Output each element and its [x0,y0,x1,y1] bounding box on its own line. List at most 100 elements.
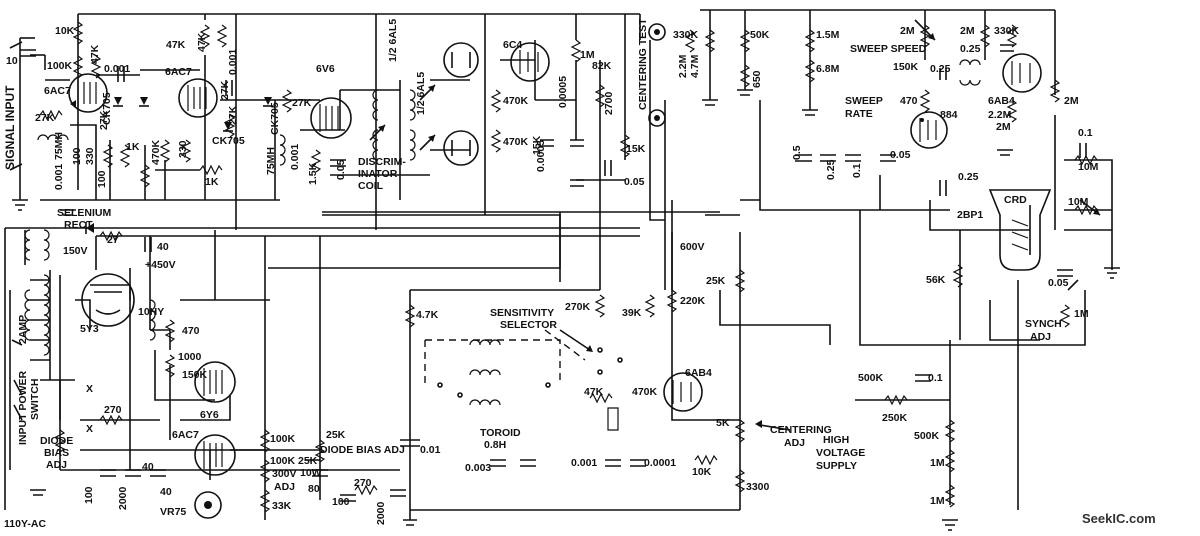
tube-vr75-icon [194,491,222,519]
side-labels: SIGNAL INPUT 2AMP INPUT POWER SWITCH [3,85,41,445]
tube-6y6-regulator-icon [194,361,236,403]
label-ck705-a: CK705 [101,92,113,125]
label-r1m: 1M [580,49,595,61]
label-sweep-speed: SWEEP SPEED [850,43,927,55]
label-sweep-rate-1: SWEEP [845,95,883,107]
label-r15k-a: 1.5K [307,162,319,185]
label-diode-bias-c: ADJ [46,459,67,471]
label-r25k-a: 25K [706,275,726,287]
label-r47k-s: 4.7K [416,309,439,321]
label-r1k-a: 1K [126,141,140,153]
label-c0001-s: 0.001 [571,457,597,469]
tube-6ac7-input-icon [68,73,108,113]
label-c005-c: 0.05 [890,149,911,161]
tube-6al5-lower-icon [443,130,479,166]
label-c005-b: 0.05 [624,176,645,188]
label-10hy: 10HY [138,306,164,318]
label-r10k-top: 10K [55,25,75,37]
label-r2m-a: 2M [900,25,915,37]
label-r500k-a: 500K [858,372,884,384]
tube-6ac7-regulator-icon [194,434,236,476]
label-c001-a: 0.001 [104,63,130,75]
label-r330k-a: 330K [673,29,699,41]
label-c80: 80 [308,483,320,495]
label-x2: X [86,423,93,435]
label-c100-b: 100 [83,486,95,504]
label-c001-b: 0.001 [227,49,239,75]
label-r15k-b: 15K [531,135,543,155]
label-c01-b: 0.1 [1078,127,1093,139]
label-r650: 650 [751,70,763,88]
label-r25k-c: 25K [326,429,346,441]
tube-6ab4-sweep-icon [1002,53,1042,93]
label-r25k-b: 25K [298,455,318,467]
label-c100-a: 100 [332,496,350,508]
adjustment-arrows [305,19,1101,461]
tube-6ab4-amp-icon [663,372,703,412]
label-r47k-screen: 47K [196,32,208,52]
label-r220k: 220K [680,295,706,307]
label-c005-a: 0.05 [335,159,347,180]
label-6y6: 6Y6 [200,409,219,421]
label-r47k-input: 47K [89,44,101,64]
label-r39k: 39K [622,307,642,319]
label-5y3: 5Y3 [80,323,99,335]
tube-6c4-icon [510,42,550,82]
label-450v: +450V [145,259,176,271]
label-r27k-c: 27K [227,105,239,125]
label-r470k-sel: 470K [632,386,658,398]
label-r470k-c: 470K [503,136,529,148]
label-c025-a: 0.25 [930,63,951,75]
label-r27k-d: 27K [219,80,231,100]
label-r100-a: 100 [71,147,83,165]
label-signal-input: SIGNAL INPUT [3,85,17,170]
label-diode-bias-b: BIAS [44,447,69,459]
label-crd: CRD [1004,194,1027,206]
tube-crd-2bp1-icon [988,189,1052,271]
label-c40-a: 40 [157,241,169,253]
label-input-power-2: SWITCH [29,379,41,420]
label-ck705-b: CK705 [212,135,245,147]
label-r10m-b: 10M [1068,196,1089,208]
label-c001-c: 0.001 [53,164,65,190]
ground-symbols [12,89,1120,531]
tube-5y3-rectifier-icon [81,273,135,327]
label-m-suffix: 2M [996,121,1011,133]
label-discrim-1: DISCRIM- [358,156,406,168]
label-r56k: 56K [926,274,946,286]
diodes [85,97,273,234]
resistors [39,21,1098,513]
label-hv-3: SUPPLY [816,460,857,472]
label-r270k: 270K [565,301,591,313]
label-r150k-a: 150K [893,61,919,73]
label-r5k: 5K [716,417,730,429]
label-c00001: 0.0001 [644,457,676,469]
label-r2m-c: 2M [1064,95,1079,107]
label-c40-c: 40 [160,486,172,498]
label-r27k-grid: 27K [35,112,55,124]
label-c00005-a: 0.0005 [557,76,569,108]
label-r15k-c: 15K [626,143,646,155]
label-ck705-c: CK705 [269,102,281,135]
label-c40-b: 40 [142,461,154,473]
label-diode-bias-1: DIODE BIAS ADJ [320,444,405,456]
label-r150k-b: 150K [182,369,208,381]
label-r3300: 3300 [746,481,770,493]
label-c001-d: 0.001 [289,144,301,170]
label-input-power-1: INPUT POWER [17,370,29,445]
label-r10k-b: 10K [692,466,712,478]
vacuum-tubes [68,42,1052,519]
label-r500k-b: 500K [914,430,940,442]
label-r1m-d: 1M [930,495,945,507]
label-r100-b: 100 [96,170,108,188]
label-r1m-b: 1M [1074,308,1089,320]
label-selenium-2: RECT [64,219,93,231]
label-6c4: 6C4 [503,39,522,51]
inductors [24,59,981,431]
label-r47m: 4.7M [689,54,701,78]
label-r27-s: 27 [107,234,119,246]
label-r27k-b: 27K [98,110,110,130]
label-r33k: 33K [272,500,292,512]
label-6al5-lower: 1/2 6AL5 [415,72,427,115]
